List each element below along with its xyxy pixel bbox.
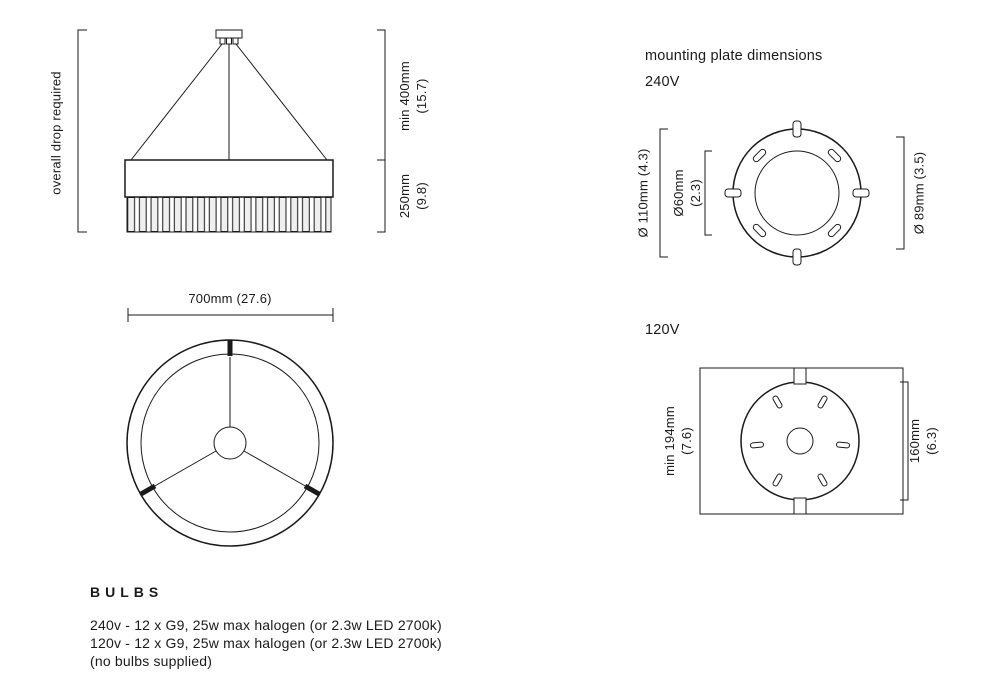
voltage-240-label: 240V (645, 74, 680, 90)
bulbs-heading: BULBS (90, 584, 164, 600)
voltage-120-label: 120V (645, 322, 680, 338)
plate-240v-drawing (659, 120, 905, 266)
shade-height-value: 250mm (397, 173, 413, 219)
min-drop-dimension: min 400mm (15.7) (397, 61, 431, 131)
bolt-diameter-dimension: Ø 89mm (3.5) (911, 151, 927, 235)
center-hub (213, 426, 247, 460)
plate-width-inches: (7.6) (679, 427, 694, 455)
bulbs-spec-120: 120v - 12 x G9, 25w max halogen (or 2.3w… (90, 635, 442, 651)
top-view-drawing (126, 308, 334, 547)
overall-drop-bracket (77, 29, 87, 233)
inner-diameter-dimension: Ø60mm (2.3) (671, 169, 705, 216)
bulbs-note: (no bulbs supplied) (90, 653, 213, 669)
canopy (215, 29, 243, 39)
plate-body (740, 381, 860, 501)
mounting-plate-title: mounting plate dimensions (645, 48, 823, 64)
crystal-rods (126, 196, 332, 233)
dim-89mm-line (896, 136, 905, 250)
diameter-label: 700mm (27.6) (188, 291, 272, 306)
side-view-drawing (77, 29, 386, 233)
dim-160mm-line (900, 381, 909, 501)
min-drop-value: min 400mm (397, 61, 413, 131)
plate-inner (754, 150, 840, 236)
overall-drop-label: overall drop required (48, 71, 64, 195)
plate-120v-drawing (699, 367, 909, 515)
plate-width-dimension: min 194mm (7.6) (662, 406, 696, 476)
dim-110mm-line (659, 128, 668, 258)
center-hole (786, 427, 814, 455)
plate-height-inches: (6.3) (924, 427, 939, 455)
envelope-frame (699, 367, 904, 515)
shade-height-inches: (9.8) (414, 182, 429, 210)
plate-height-dimension: 160mm (6.3) (907, 419, 941, 463)
wire-right (235, 43, 328, 161)
drum-band (124, 159, 334, 198)
shade-height-dimension: 250mm (9.8) (397, 174, 431, 218)
plate-width-value: min 194mm (662, 406, 678, 476)
wire-left (130, 43, 223, 161)
height-dimension-line (377, 29, 386, 233)
bulbs-spec-240: 240v - 12 x G9, 25w max halogen (or 2.3w… (90, 617, 442, 633)
inner-diameter-inches: (2.3) (688, 179, 703, 207)
inner-diameter-value: Ø60mm (671, 169, 687, 217)
plate-height-value: 160mm (907, 418, 923, 464)
plate-outer (732, 128, 862, 258)
outer-diameter-dimension: Ø 110mm (4.3) (635, 148, 651, 238)
min-drop-inches: (15.7) (414, 78, 429, 114)
dim-60mm-line (704, 150, 712, 236)
diameter-dimension-line (127, 308, 334, 322)
